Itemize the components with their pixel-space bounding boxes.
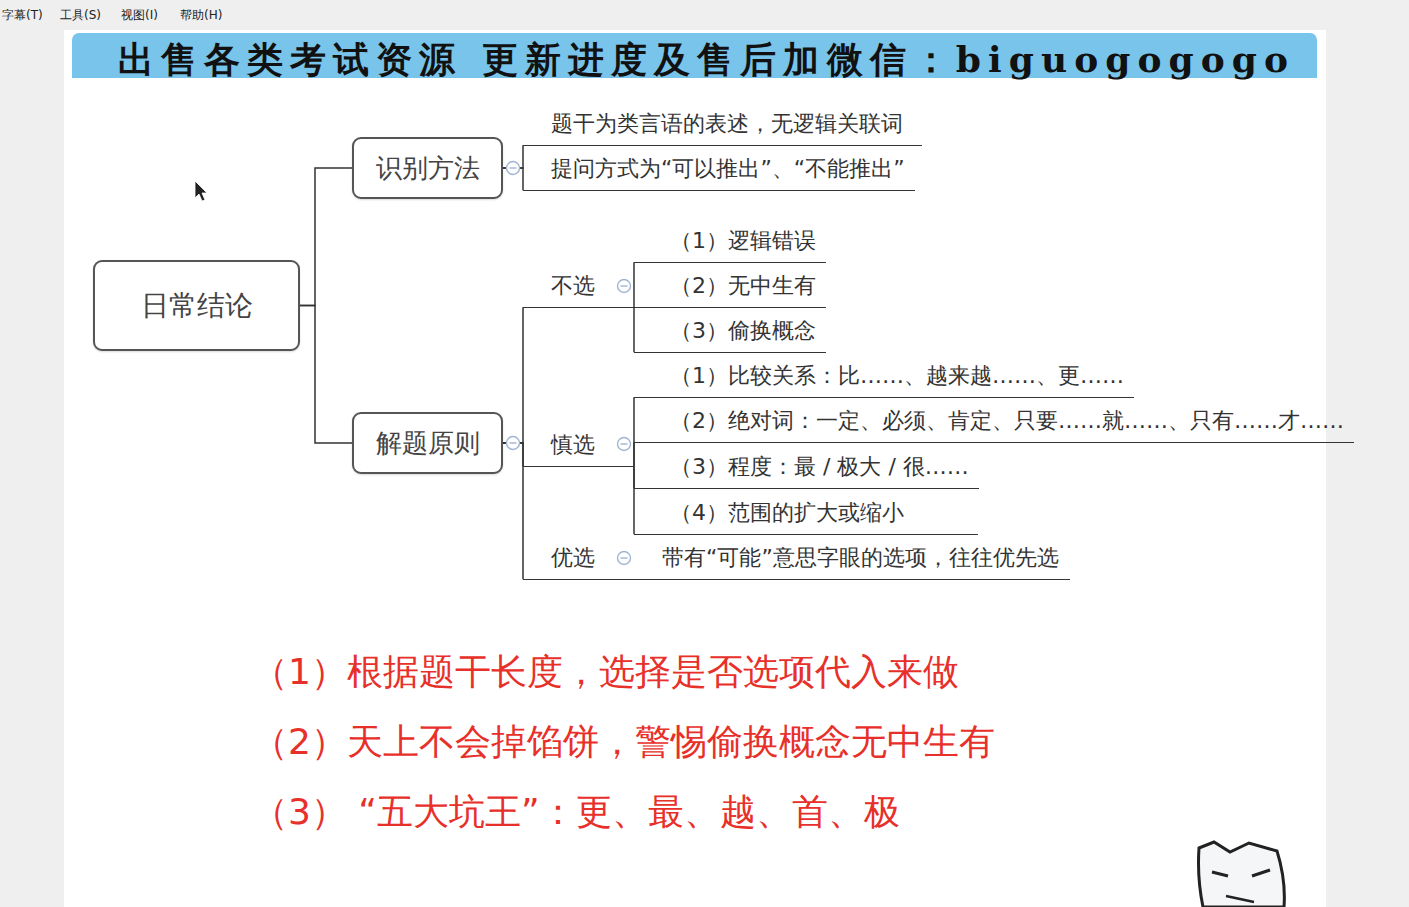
branch-text: （4）范围的扩大或缩小: [670, 500, 978, 526]
branch-connector: [300, 168, 352, 306]
collapse-minus: [510, 442, 517, 443]
branch-topic: （1）逻辑错误: [634, 224, 826, 263]
collapse-icons: [507, 162, 631, 565]
branch-text: （2）绝对词：一定、必须、肯定、只要……就……、只有……才……: [670, 408, 1354, 434]
branch-text: （3）程度：最 / 极大 / 很……: [670, 454, 979, 480]
branch-text: （2）无中生有: [670, 273, 826, 299]
collapse-minus: [621, 443, 628, 444]
collapse-minus: [510, 167, 517, 168]
branch-topic: （3）程度：最 / 极大 / 很……: [634, 450, 979, 489]
branch-connector: [503, 307, 523, 443]
red-note: （2）天上不会掉馅饼，警惕偷换概念无中生有: [252, 719, 995, 765]
branch-connector: [300, 306, 352, 444]
collapse-icon: [507, 162, 520, 175]
mascot-eye: [1252, 870, 1270, 876]
branch-text: 不选: [551, 273, 634, 299]
collapse-icon: [618, 552, 631, 565]
menu-item: 帮助(H): [180, 8, 222, 22]
menu-item: 字幕(T): [2, 8, 43, 22]
collapse-minus: [621, 285, 628, 286]
branch-text: 提问方式为“可以推出”、“不能推出”: [551, 156, 915, 182]
collapse-icon: [618, 438, 631, 451]
red-note: （1）根据题干长度，选择是否选项代入来做: [252, 649, 959, 695]
branch-topic: （3）偷换概念: [634, 314, 826, 353]
branch-connector: [503, 443, 523, 579]
branch-text: 题干为类言语的表述，无逻辑关联词: [551, 111, 922, 137]
branch-text: 慎选: [551, 432, 634, 458]
collapse-minus: [621, 557, 628, 558]
branch-topic: （4）范围的扩大或缩小: [634, 496, 978, 535]
mascot-head: [1199, 842, 1285, 907]
collapse-icon: [618, 280, 631, 293]
branch-text: 优选: [551, 545, 634, 571]
branch-text: （1）逻辑错误: [670, 228, 826, 254]
branch-text: 带有“可能”意思字眼的选项，往往优先选: [662, 545, 1070, 571]
topic-box: 识别方法: [352, 137, 503, 199]
watermark-banner: 出售各类考试资源 更新进度及售后加微信：biguogogogo: [118, 37, 1295, 81]
topic-text: 解题原则: [376, 428, 480, 458]
mouse-cursor: [195, 181, 207, 201]
branch-topic: 带有“可能”意思字眼的选项，往往优先选: [634, 541, 1070, 580]
branch-topic: （2）绝对词：一定、必须、肯定、只要……就……、只有……才……: [634, 404, 1354, 443]
mascot-eye: [1212, 872, 1228, 876]
branch-topic: 题干为类言语的表述，无逻辑关联词: [523, 107, 922, 146]
topic-text: 日常结论: [141, 290, 253, 322]
menu-item: 视图(I): [121, 8, 158, 22]
branch-topic: 提问方式为“可以推出”、“不能推出”: [523, 152, 915, 191]
branch-text: （3）偷换概念: [670, 318, 826, 344]
collapse-icon: [507, 437, 520, 450]
topic-text: 识别方法: [376, 153, 480, 183]
branch-topic: （2）无中生有: [634, 269, 826, 308]
branch-topic: 不选: [523, 269, 634, 308]
mascot-mouth: [1226, 896, 1254, 902]
cartoon-mascot: [1199, 842, 1285, 907]
branch-topic: （1）比较关系：比……、越来越……、更……: [634, 359, 1134, 398]
topic-box: 日常结论: [93, 260, 300, 351]
topic-box: 解题原则: [352, 412, 503, 474]
menu-item: 工具(S): [60, 8, 101, 22]
red-note: （3） “五大坑王”：更、最、越、首、极: [252, 789, 900, 835]
branch-topic: 优选: [523, 541, 634, 580]
branch-text: （1）比较关系：比……、越来越……、更……: [670, 363, 1134, 389]
branch-topic: 慎选: [523, 428, 634, 467]
